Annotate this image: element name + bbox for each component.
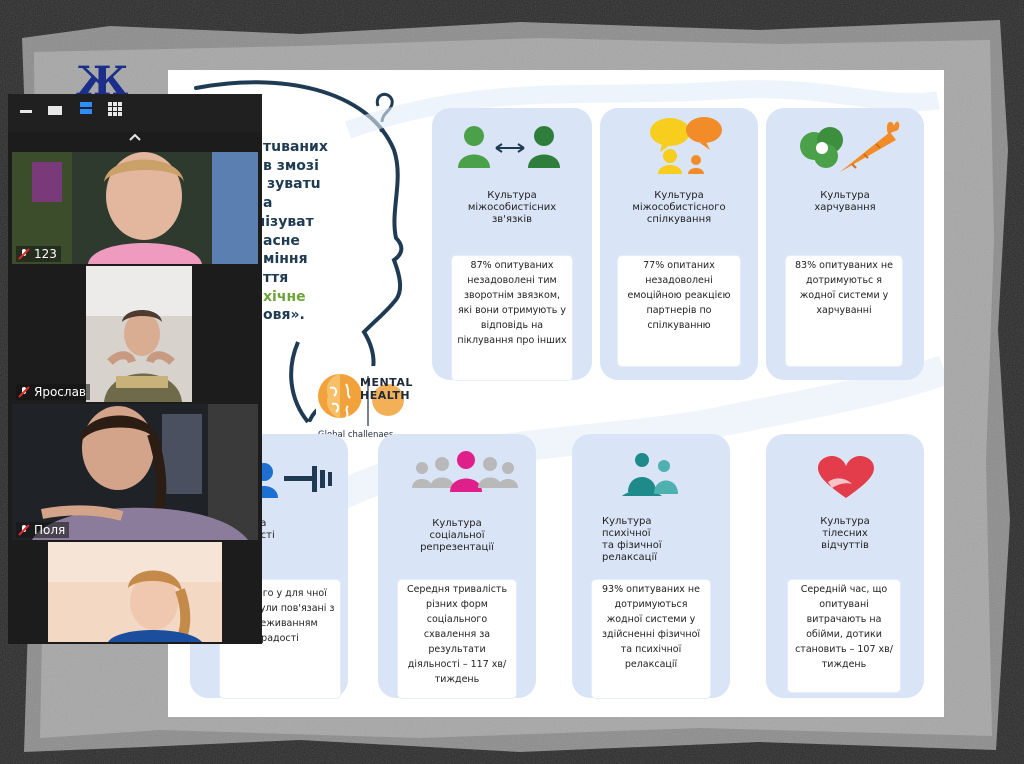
- chat-bubbles-icon: [650, 117, 722, 174]
- participant-name-label: 123: [16, 246, 61, 262]
- heart-hands-icon: [818, 456, 874, 498]
- card-title: ура ності: [248, 518, 348, 542]
- quote-line: міння: [263, 251, 308, 268]
- video-panel-toolbar: [8, 94, 262, 141]
- participant-name: Поля: [34, 523, 66, 537]
- mental-health-logo: MENTAL HEALTH Global challenaes: [316, 366, 422, 442]
- participant-name-label: Поля: [16, 522, 70, 538]
- quote-line: тuваних: [263, 139, 328, 155]
- card-relaxation: Культура психічної та фізичної релаксаці…: [572, 434, 730, 698]
- gallery-view-icon[interactable]: [108, 102, 122, 116]
- chevron-up-icon[interactable]: [128, 132, 142, 142]
- participant-video-feed: [12, 404, 258, 540]
- participant-video-tile[interactable]: 123: [12, 152, 258, 264]
- card-interpersonal-relations: Культура міжособистісних зв'язків 87% оп…: [432, 108, 592, 380]
- quote-line: овя».: [263, 307, 305, 324]
- people-connection-icon: [458, 126, 560, 168]
- quote-line: а: [263, 195, 273, 212]
- brain-icon: [318, 374, 404, 426]
- quote-line: зуватu: [267, 176, 321, 193]
- card-title: Культура харчування: [814, 190, 876, 213]
- card-body: Середній час, що опитувані витрачають на…: [788, 580, 900, 692]
- card-title: Культура міжособистісних зв'язків: [467, 190, 557, 225]
- participant-video-feed: [86, 266, 192, 402]
- card-interpersonal-communication: Культура міжособистісного спілкування 77…: [600, 108, 758, 380]
- card-body: Середня тривалість різних форм соціально…: [398, 580, 516, 698]
- quote-line: хічне: [263, 288, 306, 305]
- card-body-sensations: Культура тілесних відчуттів Середній час…: [766, 434, 924, 698]
- participant-video-tile[interactable]: Поля: [12, 404, 258, 540]
- card-body: 93% опитуваних не дотримуються жодної си…: [592, 580, 710, 698]
- participant-name-label: Ярослав: [16, 384, 90, 400]
- participant-video-tile[interactable]: Ярослав: [12, 266, 258, 402]
- card-title: Культура соціальної репрезентації: [420, 518, 494, 553]
- quote-line: лізуват: [255, 213, 314, 230]
- slide-quote-text: тuваних в змозі зуватu а лізуват асне мі…: [255, 138, 363, 325]
- quote-line: асне: [263, 232, 300, 249]
- muted-mic-icon: [18, 386, 30, 398]
- quote-line: в змозі: [263, 157, 319, 174]
- muted-mic-icon: [18, 524, 30, 536]
- participant-video-tile[interactable]: [12, 542, 258, 642]
- card-title: Культура тілесних відчуттів: [820, 516, 870, 551]
- quote-line: ття: [263, 269, 289, 286]
- muted-mic-icon: [18, 248, 30, 260]
- view-controls: [20, 102, 122, 116]
- card-title: Культура психічної та фізичної релаксаці…: [602, 516, 662, 563]
- card-social-representation: Культура соціальної репрезентації Середн…: [378, 434, 536, 698]
- participant-name: 123: [34, 247, 57, 261]
- logo-text: MENTAL HEALTH: [360, 376, 413, 402]
- card-body: 83% опитуваних не дотримуютьс я жодної с…: [786, 256, 902, 366]
- video-participants-panel: 123 Ярослав: [8, 94, 262, 644]
- logo-tagline: Global challenaes: [318, 430, 394, 440]
- speaker-view-icon[interactable]: [80, 102, 92, 114]
- window-icon[interactable]: [48, 106, 62, 115]
- participant-name: Ярослав: [34, 385, 86, 399]
- group-icon: [412, 451, 518, 492]
- participant-video-feed: [12, 152, 258, 264]
- card-body: 87% опитуваних незадоволені тим зворотні…: [452, 256, 572, 380]
- minimize-icon[interactable]: [20, 110, 32, 113]
- participant-video-feed: [48, 542, 222, 642]
- presentation-slide: тuваних в змозі зуватu а лізуват асне мі…: [168, 70, 944, 717]
- card-nutrition: Культура харчування 83% опитуваних не до…: [766, 108, 924, 380]
- meditation-icon: [622, 453, 678, 496]
- card-title: Культура міжособистісного спілкування: [632, 190, 726, 225]
- vegetables-icon: [800, 121, 900, 172]
- card-body: 77% опитаних незадоволені емоційною реак…: [618, 256, 740, 366]
